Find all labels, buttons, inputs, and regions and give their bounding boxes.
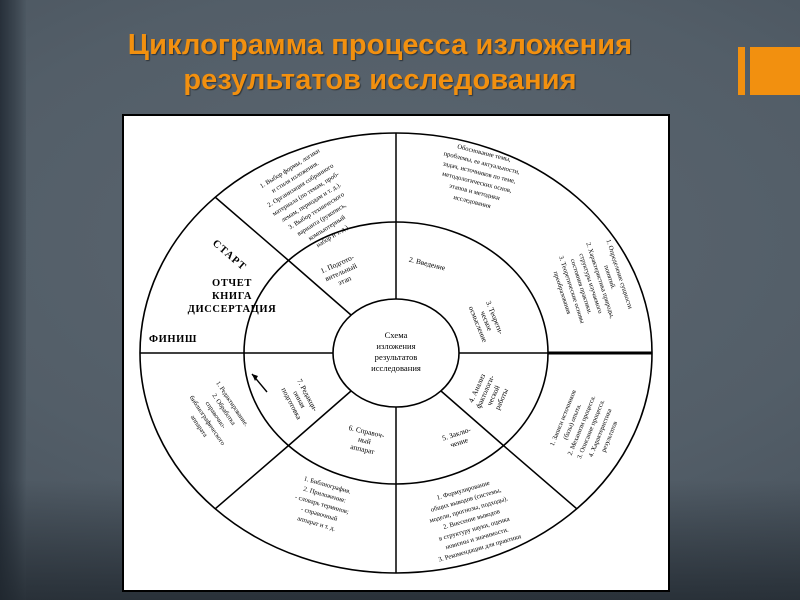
output-line-1: ОТЧЕТ [212, 278, 252, 289]
finish-marker: ФИНИШ [149, 334, 197, 345]
output-label: ОТЧЕТ КНИГА ДИССЕРТАЦИЯ [188, 278, 277, 315]
svg-text:2. Введение: 2. Введение [408, 255, 447, 273]
page-title-line-2: результатов исследования [183, 64, 577, 97]
inner-sector-7: 7. Редакци- онная подготовка [279, 377, 320, 421]
accent-bar [738, 47, 745, 95]
outer-sector-editorial-preparation: 1. Редактирование. 2. Обработка справочн… [188, 380, 250, 447]
inner-sector-2: 2. Введение [408, 255, 447, 273]
outer-sector-preparatory-stage: 1. Выбор формы, логики и стиля изложения… [259, 147, 350, 249]
inner-sector-1: 1. Подгото- вительный этап [319, 252, 358, 287]
output-line-3: ДИССЕРТАЦИЯ [188, 304, 277, 315]
inner-2-num: 2 [408, 255, 414, 265]
center-line-1: Схема [385, 330, 408, 340]
finish-arrow-icon [251, 373, 268, 393]
inner-sector-3: 3. Теорети- ческое осмысление [467, 299, 506, 344]
inner-sector-6: 6. Справоч- ный аппарат [348, 423, 386, 456]
cyclogram-panel: Схема изложения результатов исследования… [122, 114, 670, 592]
accent-block [750, 47, 800, 95]
inner-6-num: 6 [348, 423, 354, 433]
inner-6-l3: аппарат [350, 442, 377, 456]
page-title: Циклограмма процесса изложения результат… [40, 28, 720, 99]
orange-square-accent-icon [738, 47, 800, 95]
inner-dividers [244, 222, 548, 484]
center-line-2: изложения [376, 341, 415, 351]
inner-7-num: 7 [295, 377, 305, 385]
inner-2-l1: Введение [415, 256, 447, 272]
inner-4-num: 4 [466, 397, 476, 404]
inner-5-num: 5 [441, 433, 448, 443]
outer-sector-factual-analysis: 1. Записи источников (базы) опыта. 2. Ме… [549, 389, 619, 460]
page-title-line-1: Циклограмма процесса изложения [127, 29, 633, 61]
inner-1-num: 1 [319, 265, 326, 275]
finish-label: ФИНИШ [149, 334, 197, 345]
start-label: СТАРТ [210, 238, 248, 273]
center-label: Схема изложения результатов исследования [371, 330, 421, 373]
output-line-2: КНИГА [212, 291, 252, 302]
start-marker: СТАРТ [210, 238, 248, 273]
center-line-3: результатов [375, 352, 418, 362]
outer-sector-reference-apparatus: 1. Библиография. 2. Приложения: - словар… [294, 475, 352, 532]
inner-sector-5: 5. Заклю- чение [441, 425, 472, 450]
center-line-4: исследования [371, 363, 421, 373]
outer-sector-introduction: Обоснование темы, проблемы, ее актуально… [441, 143, 520, 210]
inner-sector-4: 4. Анализ фактологи- ческой работы [466, 372, 510, 411]
inner-6-l2: ный [357, 434, 372, 446]
cyclogram-svg: Схема изложения результатов исследования… [139, 132, 653, 574]
inner-3-num: 3 [484, 299, 494, 306]
